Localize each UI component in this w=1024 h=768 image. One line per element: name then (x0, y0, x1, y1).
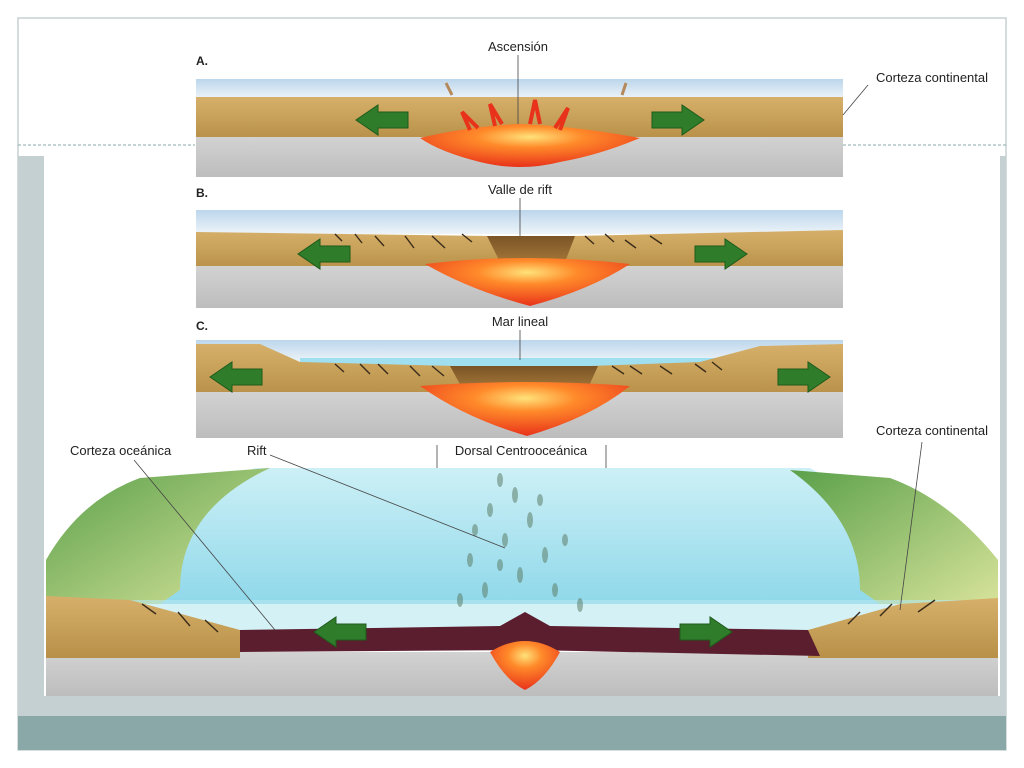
label-corteza-continental-bottom: Corteza continental (876, 423, 988, 438)
label-corteza-oceanica: Corteza oceánica (70, 443, 172, 458)
panel-a (196, 55, 869, 177)
panel-c (196, 330, 843, 438)
rift-sediment-pattern (457, 473, 583, 612)
panel-a-letter: A. (196, 54, 208, 68)
ocean-block-diagram (46, 441, 998, 696)
label-corteza-continental-top: Corteza continental (876, 70, 988, 85)
label-rift: Rift (247, 443, 267, 458)
panel-c-letter: C. (196, 319, 208, 333)
label-mar-lineal: Mar lineal (492, 314, 548, 329)
label-valle-de-rift: Valle de rift (488, 182, 552, 197)
label-dorsal-centrooceanica: Dorsal Centrooceánica (455, 443, 588, 458)
label-ascension: Ascensión (488, 39, 548, 54)
panel-b (196, 198, 843, 308)
panel-b-letter: B. (196, 186, 208, 200)
